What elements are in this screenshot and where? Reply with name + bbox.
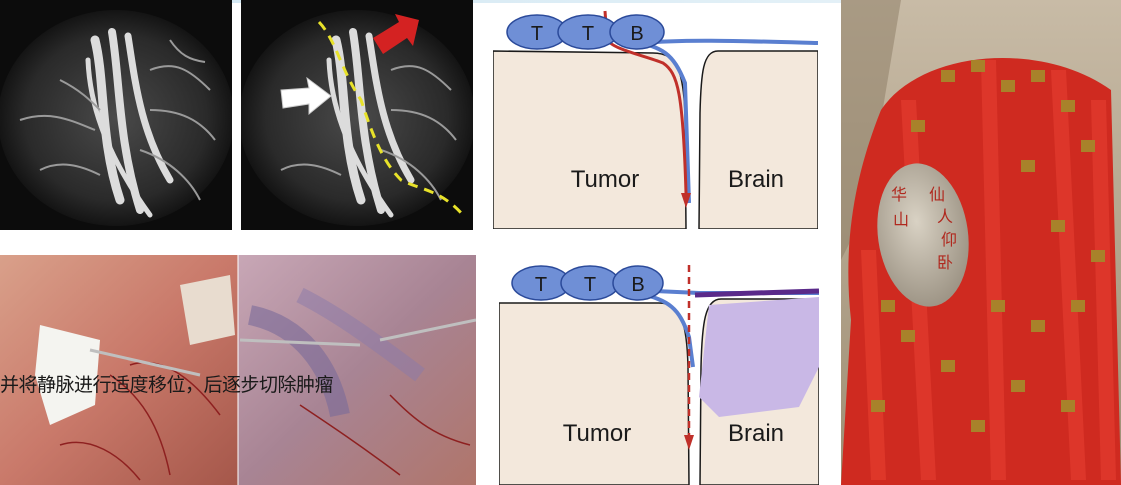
surgical-photo bbox=[0, 255, 476, 485]
cell-label: T bbox=[531, 23, 543, 45]
surgery-caption: 并将静脉进行适度移位，后逐步切除肿瘤 bbox=[0, 374, 334, 396]
top-accent-strip bbox=[0, 0, 1121, 3]
schematic-diagram-bottom: T T B Tumor Brain bbox=[499, 257, 819, 485]
svg-text:卧: 卧 bbox=[937, 253, 953, 272]
svg-text:人: 人 bbox=[937, 207, 953, 226]
svg-text:仰: 仰 bbox=[941, 230, 957, 249]
red-arrow-icon bbox=[373, 14, 419, 54]
brain-cell bbox=[612, 265, 664, 301]
angiography-image-annotated bbox=[241, 0, 473, 230]
tumor-label: Tumor bbox=[563, 420, 631, 447]
cell-label: T bbox=[582, 23, 594, 45]
cell-label: T bbox=[535, 274, 547, 296]
schematic-diagram-top: T T B Tumor Brain bbox=[493, 3, 818, 229]
brain-cell bbox=[609, 14, 665, 50]
brain-label: Brain bbox=[728, 166, 784, 193]
yellow-boundary-line bbox=[317, 20, 465, 216]
cell-label: B bbox=[630, 23, 643, 45]
cell-row-bottom: T T B bbox=[511, 265, 664, 301]
tumor-label: Tumor bbox=[571, 166, 639, 193]
white-arrow-icon bbox=[280, 76, 332, 116]
cell-label: B bbox=[631, 274, 644, 296]
cell-row-top: T T B bbox=[506, 14, 665, 50]
svg-text:仙: 仙 bbox=[929, 185, 945, 204]
svg-text:山: 山 bbox=[893, 210, 909, 229]
cell-label: T bbox=[584, 274, 596, 296]
angiography-image-plain bbox=[0, 0, 232, 230]
svg-text:华: 华 bbox=[891, 185, 907, 204]
ribbon-stone-photo: 仙 人 仰 卧 华 山 bbox=[841, 0, 1121, 485]
brain-label: Brain bbox=[728, 420, 784, 447]
inscribed-stone bbox=[877, 163, 969, 307]
stone-inscription: 仙 人 仰 卧 华 山 bbox=[891, 185, 957, 272]
